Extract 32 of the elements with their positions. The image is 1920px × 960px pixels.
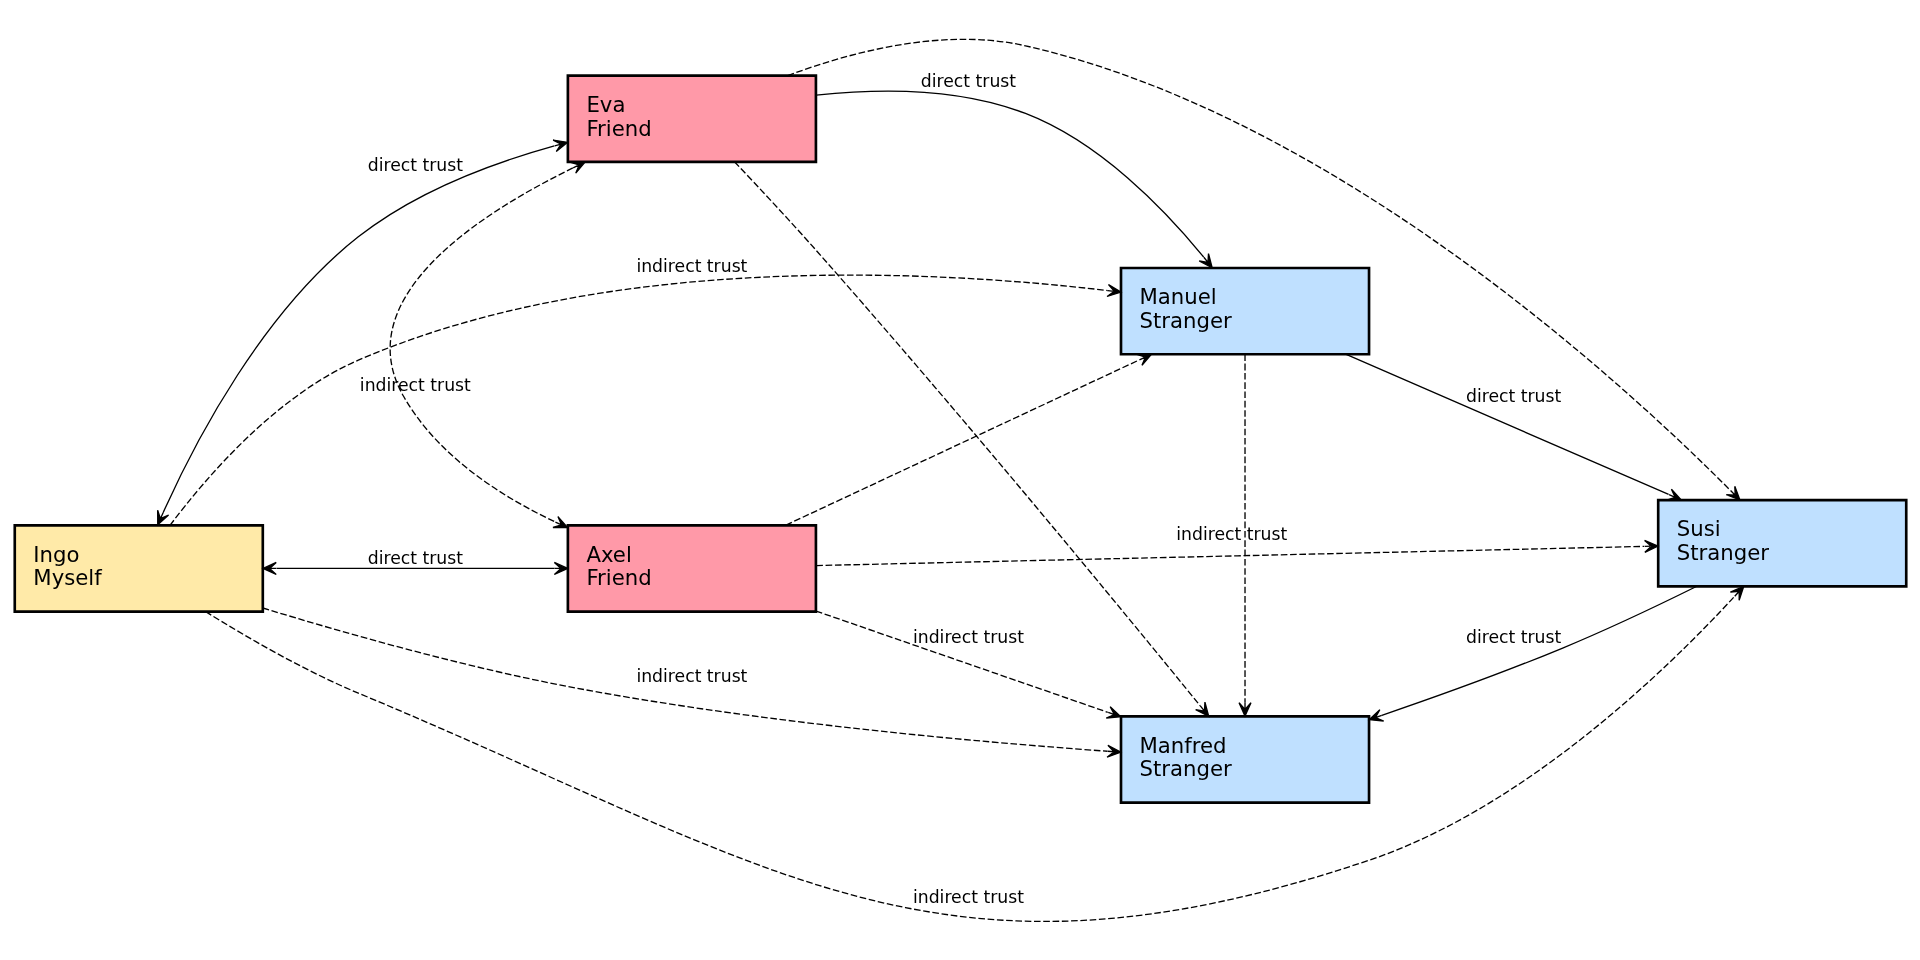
arrow [156, 138, 568, 525]
edge-label: indirect trust [635, 255, 747, 276]
edge-label: direct trust [1465, 385, 1561, 406]
node-box: Susi Stranger [1656, 498, 1908, 588]
arrow [388, 160, 586, 528]
arrow [204, 585, 1744, 921]
edge-label: indirect trust [635, 665, 747, 686]
arrow [815, 539, 1659, 566]
edge-label: direct trust [367, 547, 463, 568]
edge-label: direct trust [920, 70, 1016, 91]
arrow [1368, 585, 1697, 722]
arrow [814, 609, 1121, 719]
arrow [1237, 353, 1252, 717]
node-box: Ingo Myself [12, 523, 264, 613]
arrow [784, 353, 1152, 526]
arrow [1344, 353, 1682, 501]
node-box: Axel Friend [566, 523, 817, 613]
edge-label: indirect trust [1175, 523, 1287, 544]
edge-label: indirect trust [912, 886, 1024, 907]
node-box: Manuel Stranger [1119, 266, 1370, 356]
arrow [168, 274, 1122, 526]
arrow [261, 561, 568, 575]
node-box: Eva Friend [566, 73, 817, 163]
node-box: Manfred Stranger [1119, 714, 1370, 804]
arrow [815, 90, 1213, 268]
arrow [786, 38, 1741, 501]
edge-label: direct trust [367, 154, 463, 175]
arrow [733, 160, 1209, 717]
edge-label: indirect trust [359, 374, 471, 395]
edge-label: direct trust [1465, 626, 1561, 647]
arrow [261, 606, 1121, 758]
edge-label: indirect trust [912, 626, 1024, 647]
